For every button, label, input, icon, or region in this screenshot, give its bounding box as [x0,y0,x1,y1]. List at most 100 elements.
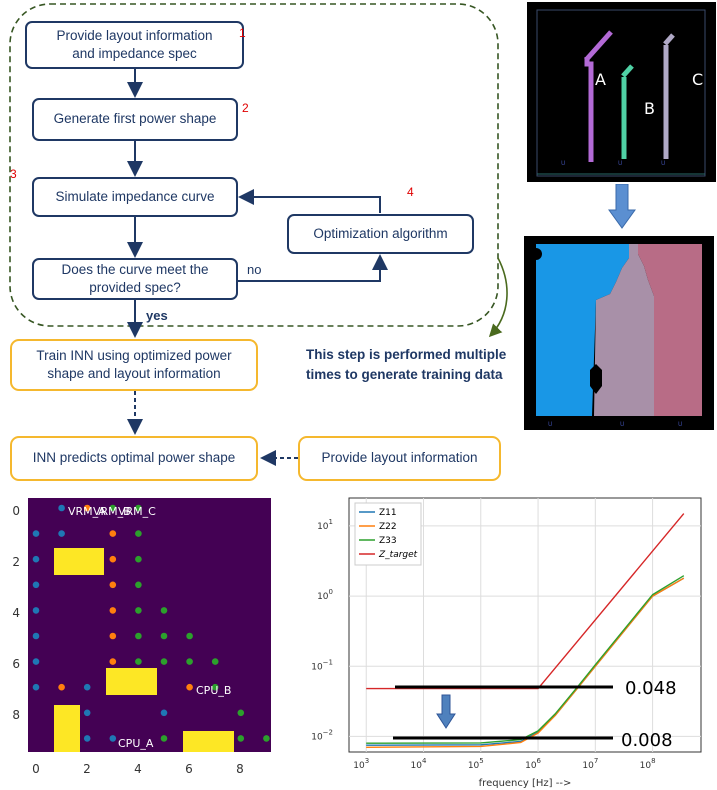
flow-connectors [9,3,508,466]
annotation-0048: 0.048 [625,678,677,699]
power-shape-image: U U U [524,236,714,430]
x-tick-label: 106 [525,757,541,771]
optimization-box: Optimization algorithm [287,214,474,254]
y-tick-label: 10−1 [311,658,333,672]
svg-text:U: U [620,421,624,428]
placement-grid-plot: VRM_A VRM_B VRM_C CPU_A CPU_B 0 2 4 6 8 … [12,498,271,776]
svg-text:U: U [548,421,552,428]
trace-b-top [621,64,634,78]
layout-image: U U U A B C [527,2,716,182]
opt-text: Optimization algorithm [313,225,448,241]
label-b: B [644,99,655,118]
step3-text: Simulate impedance curve [55,188,215,204]
svg-text:6: 6 [12,657,20,671]
down-arrow-icon [608,184,636,229]
y-tick-label: 10−2 [311,728,333,742]
step-number-1: 1 [239,26,246,40]
step-number-2: 2 [242,101,249,115]
training-note: This step is performed multiple times to… [306,347,507,383]
svg-text:U: U [618,160,622,167]
grid-dot [32,555,40,563]
grid-dot [211,658,219,665]
grid-dot [109,607,117,614]
step-simulate-impedance: Simulate impedance curve [32,177,238,217]
grid-dot [32,607,40,614]
svg-text:6: 6 [185,762,193,776]
grid-dot [211,683,219,691]
x-axis-label: frequency [Hz] --> [479,778,572,789]
grid-dot [186,632,193,640]
x-tick-label: 103 [353,757,369,771]
grid-dot [135,658,142,665]
grid-dot [135,581,142,589]
decision-text: Does the curve meet the provided spec? [61,261,209,295]
x-tick-label: 108 [640,757,656,771]
svg-text:U: U [561,160,565,167]
y-tick-label: 100 [317,588,333,602]
grid-dot [109,735,117,742]
decision-box: Does the curve meet the provided spec? [32,258,238,300]
step-provide-layout-spec: Provide layout information and impedance… [25,21,244,69]
grid-dot [32,581,40,589]
grid-dot [160,735,168,742]
svg-text:0: 0 [32,762,40,776]
grid-dot [83,709,91,717]
inn-predicts-box: INN predicts optimal power shape [10,436,258,481]
predict-text: INN predicts optimal power shape [32,450,236,466]
grid-dot [135,632,142,640]
loop-boundary [9,3,499,327]
grid-dot [109,632,117,640]
step-generate-shape: Generate first power shape [32,98,238,141]
vrm-b-label: VRM_B [93,505,131,518]
vrm-c-label: VRM_C [118,505,156,518]
x-tick-label: 107 [582,757,598,771]
svg-text:U: U [661,160,665,167]
svg-text:2: 2 [83,762,91,776]
grid-dot [237,735,245,742]
label-a: A [595,70,606,89]
trace-a-top [584,30,613,62]
grid-dot [109,581,117,589]
region-middle [594,244,654,416]
grid-dot [160,632,168,640]
grid-dot [83,683,91,691]
legend-z11: Z11 [379,508,397,518]
svg-text:U: U [678,421,682,428]
annotation-0008: 0.008 [621,730,673,751]
region-right [638,244,702,416]
grid-dot [160,658,168,665]
grid-dot [135,555,142,563]
grid-dot [135,530,142,537]
grid-dot [58,504,65,512]
series-line-z22 [366,577,685,748]
grid-dot [109,555,117,563]
grid-dot [186,683,193,691]
svg-text:2: 2 [12,555,20,569]
down-arrow-icon [436,694,456,729]
grid-dot [263,735,270,742]
series-line-ztarget [366,513,685,690]
grid-dot [83,735,91,742]
legend-z33: Z33 [379,536,397,546]
step2-text: Generate first power shape [53,111,217,127]
step1-text: Provide layout information and impedance… [56,27,213,61]
grid-dot [83,504,91,512]
x-tick-label: 105 [468,757,484,771]
cpu-b-label: CPU_B [196,684,231,697]
legend-z22: Z22 [379,522,397,532]
grid-dot [135,504,142,512]
train-inn-box: Train INN using optimized power shape an… [10,339,258,391]
series-line-z33 [366,575,685,744]
grid-dot [160,709,168,717]
grid-dot [32,632,40,640]
step-number-3: 3 [10,167,17,181]
grid-dot [109,658,117,665]
y-tick-label: 101 [317,518,333,532]
no-label: no [247,262,262,277]
grid-dot [58,530,65,537]
grid-dot [32,683,40,691]
svg-text:4: 4 [134,762,142,776]
region-left [536,244,629,416]
chart-legend: Z11 Z22 Z33 Z_target [354,502,422,566]
